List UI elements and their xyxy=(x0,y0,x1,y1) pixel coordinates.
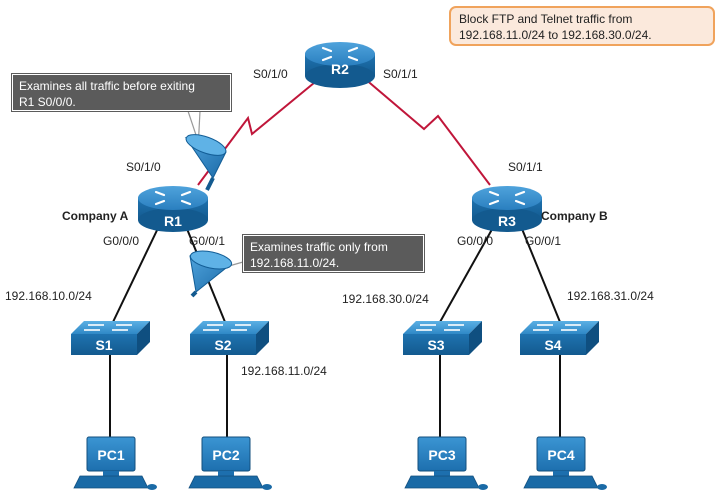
router-arrows-icon xyxy=(154,190,192,206)
router-arrows-icon xyxy=(488,190,526,206)
switch-arrows-icon xyxy=(416,324,464,331)
switch-s3-label: S3 xyxy=(427,337,444,353)
network-s2-label: 192.168.11.0/24 xyxy=(241,364,327,378)
switch-arrows-icon xyxy=(84,324,132,331)
router-r2-label: R2 xyxy=(331,61,349,77)
router-r2[interactable]: R2 xyxy=(305,42,375,88)
switch-arrows-icon xyxy=(203,324,251,331)
link-r3-s3 xyxy=(439,223,496,323)
switch-s4[interactable]: S4 xyxy=(520,321,599,355)
switch-s1[interactable]: S1 xyxy=(71,321,150,355)
router-r1-label: R1 xyxy=(164,213,182,229)
switch-s2[interactable]: S2 xyxy=(190,321,269,355)
switch-s3[interactable]: S3 xyxy=(403,321,482,355)
r3-serial-interface-label: S0/1/1 xyxy=(508,160,543,174)
link-r3-s4 xyxy=(519,223,561,323)
pc-pc2[interactable]: PC2 xyxy=(188,436,272,490)
switch-s4-label: S4 xyxy=(544,337,561,353)
router-arrows-icon xyxy=(321,46,359,62)
network-s1-label: 192.168.10.0/24 xyxy=(5,289,92,303)
switch-arrows-icon xyxy=(533,324,581,331)
outbound-acl-line-2: R1 S0/0/0. xyxy=(19,95,76,109)
switch-s2-label: S2 xyxy=(214,337,231,353)
r1-g0-interface-label: G0/0/0 xyxy=(103,234,139,248)
company-b-label: Company B xyxy=(541,209,608,223)
pc3-label: PC3 xyxy=(428,447,455,463)
outbound-acl-callout: Examines all traffic before exiting R1 S… xyxy=(12,74,231,111)
acl-funnel-inbound-icon xyxy=(189,250,233,298)
pc-pc3[interactable]: PC3 xyxy=(404,436,488,490)
company-a-label: Company A xyxy=(62,209,129,223)
r3-g0-interface-label: G0/0/0 xyxy=(457,234,493,248)
pc1-label: PC1 xyxy=(97,447,124,463)
inbound-acl-line-2: 192.168.11.0/24. xyxy=(250,256,340,270)
router-r3-label: R3 xyxy=(498,213,516,229)
r2-left-interface-label: S0/1/0 xyxy=(253,67,288,81)
router-r1[interactable]: R1 xyxy=(138,186,208,232)
outbound-acl-line-1: Examines all traffic before exiting xyxy=(19,79,195,93)
acl-policy-line-1: Block FTP and Telnet traffic from xyxy=(459,12,633,26)
mouse-icon xyxy=(478,484,488,490)
network-s3-label: 192.168.30.0/24 xyxy=(342,292,429,306)
acl-funnel-outbound-icon xyxy=(184,134,227,191)
router-r3-top xyxy=(472,186,542,210)
pc2-label: PC2 xyxy=(212,447,239,463)
serial-link-r2-r3 xyxy=(363,77,491,186)
r2-right-interface-label: S0/1/1 xyxy=(383,67,418,81)
router-r1-top xyxy=(138,186,208,210)
link-r1-s1 xyxy=(112,223,161,323)
mouse-icon xyxy=(597,484,607,490)
r1-serial-interface-label: S0/1/0 xyxy=(126,160,161,174)
switch-s1-label: S1 xyxy=(95,337,112,353)
acl-policy-callout: Block FTP and Telnet traffic from 192.16… xyxy=(449,6,715,46)
acl-policy-line-2: 192.168.11.0/24 to 192.168.30.0/24. xyxy=(459,28,652,42)
mouse-icon xyxy=(147,484,157,490)
router-r3[interactable]: R3 xyxy=(472,186,542,232)
inbound-acl-line-1: Examines traffic only from xyxy=(250,240,388,254)
network-s4-label: 192.168.31.0/24 xyxy=(567,289,654,303)
inbound-acl-callout: Examines traffic only from 192.168.11.0/… xyxy=(243,235,424,272)
pc-pc4[interactable]: PC4 xyxy=(523,436,607,490)
mouse-icon xyxy=(262,484,272,490)
pc4-label: PC4 xyxy=(547,447,574,463)
ethernet-links xyxy=(109,223,561,440)
r1-g1-interface-label: G0/0/1 xyxy=(189,234,225,248)
serial-links xyxy=(197,77,491,186)
pc-pc1[interactable]: PC1 xyxy=(73,436,157,490)
r3-g1-interface-label: G0/0/1 xyxy=(525,234,561,248)
